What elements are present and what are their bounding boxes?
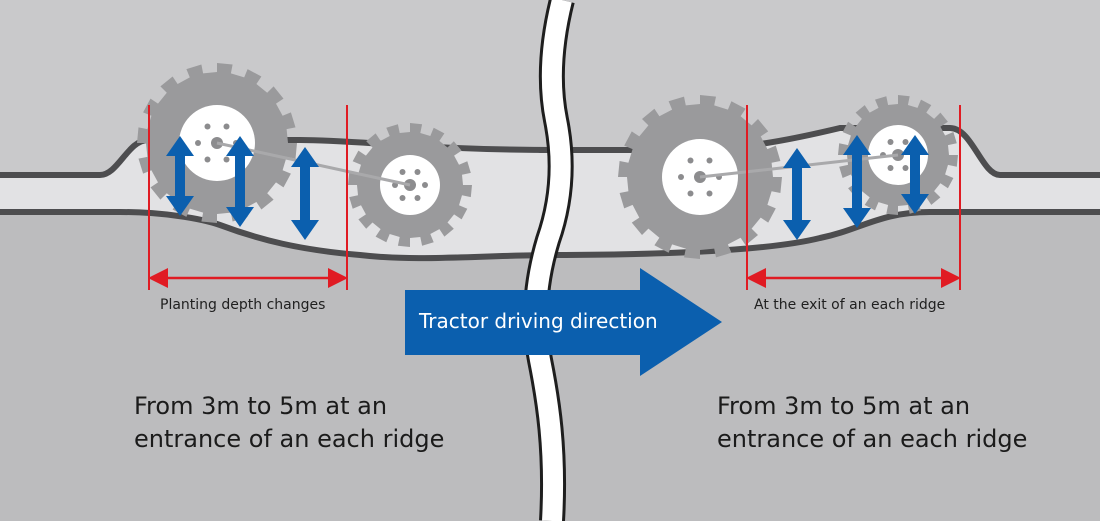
right-measure-label: At the exit of an each ridge bbox=[754, 297, 946, 313]
double-arrow-vertical-icon bbox=[843, 135, 871, 228]
hub-bolt bbox=[414, 194, 421, 201]
hub-bolt bbox=[687, 157, 694, 164]
hub-bolt bbox=[204, 156, 211, 163]
left-caption-line1: From 3m to 5m at an bbox=[134, 392, 388, 420]
soil-outline-left-bottom bbox=[0, 209, 563, 262]
hub-bolt bbox=[223, 156, 230, 163]
hub-bolt bbox=[223, 123, 230, 130]
hub-bolt bbox=[195, 140, 201, 146]
hub-bolt bbox=[399, 169, 406, 176]
right-caption-line1: From 3m to 5m at an bbox=[717, 392, 971, 420]
left-measure-label: Planting depth changes bbox=[160, 297, 326, 313]
right-measurement bbox=[746, 105, 961, 290]
double-arrow-vertical-icon bbox=[291, 147, 319, 240]
depth-arrow-group bbox=[166, 135, 929, 240]
hub-bolt bbox=[887, 164, 894, 171]
hub-bolt bbox=[706, 190, 713, 197]
break-line-icon bbox=[522, 0, 575, 521]
double-arrow-vertical-icon bbox=[226, 136, 254, 227]
right-arrow-icon bbox=[405, 268, 722, 376]
soil-outline-left-top bbox=[0, 137, 563, 178]
left-caption: From 3m to 5m at an entrance of an each … bbox=[134, 390, 444, 456]
hub-bolt bbox=[706, 157, 713, 164]
wheel-group bbox=[137, 63, 958, 259]
hub-bolt bbox=[414, 169, 421, 176]
right-caption-line2: entrance of an each ridge bbox=[717, 425, 1028, 453]
direction-label: Tractor driving direction bbox=[419, 309, 658, 333]
left-measurement bbox=[148, 105, 348, 290]
hub-bolt bbox=[399, 194, 406, 201]
double-arrow-vertical-icon bbox=[901, 135, 929, 214]
hub-bolt bbox=[887, 139, 894, 146]
soil-outline-right-bottom bbox=[537, 209, 1100, 258]
hub-bolt bbox=[422, 182, 428, 188]
double-arrow-vertical-icon bbox=[783, 148, 811, 240]
hub-bolt bbox=[902, 164, 909, 171]
left-caption-line2: entrance of an each ridge bbox=[134, 425, 445, 453]
hub-bolt bbox=[687, 190, 694, 197]
right-caption: From 3m to 5m at an entrance of an each … bbox=[717, 390, 1027, 456]
double-arrow-vertical-icon bbox=[166, 136, 194, 216]
hub-bolt bbox=[678, 174, 684, 180]
hub-bolt bbox=[204, 123, 211, 130]
hub-bolt bbox=[902, 139, 909, 146]
